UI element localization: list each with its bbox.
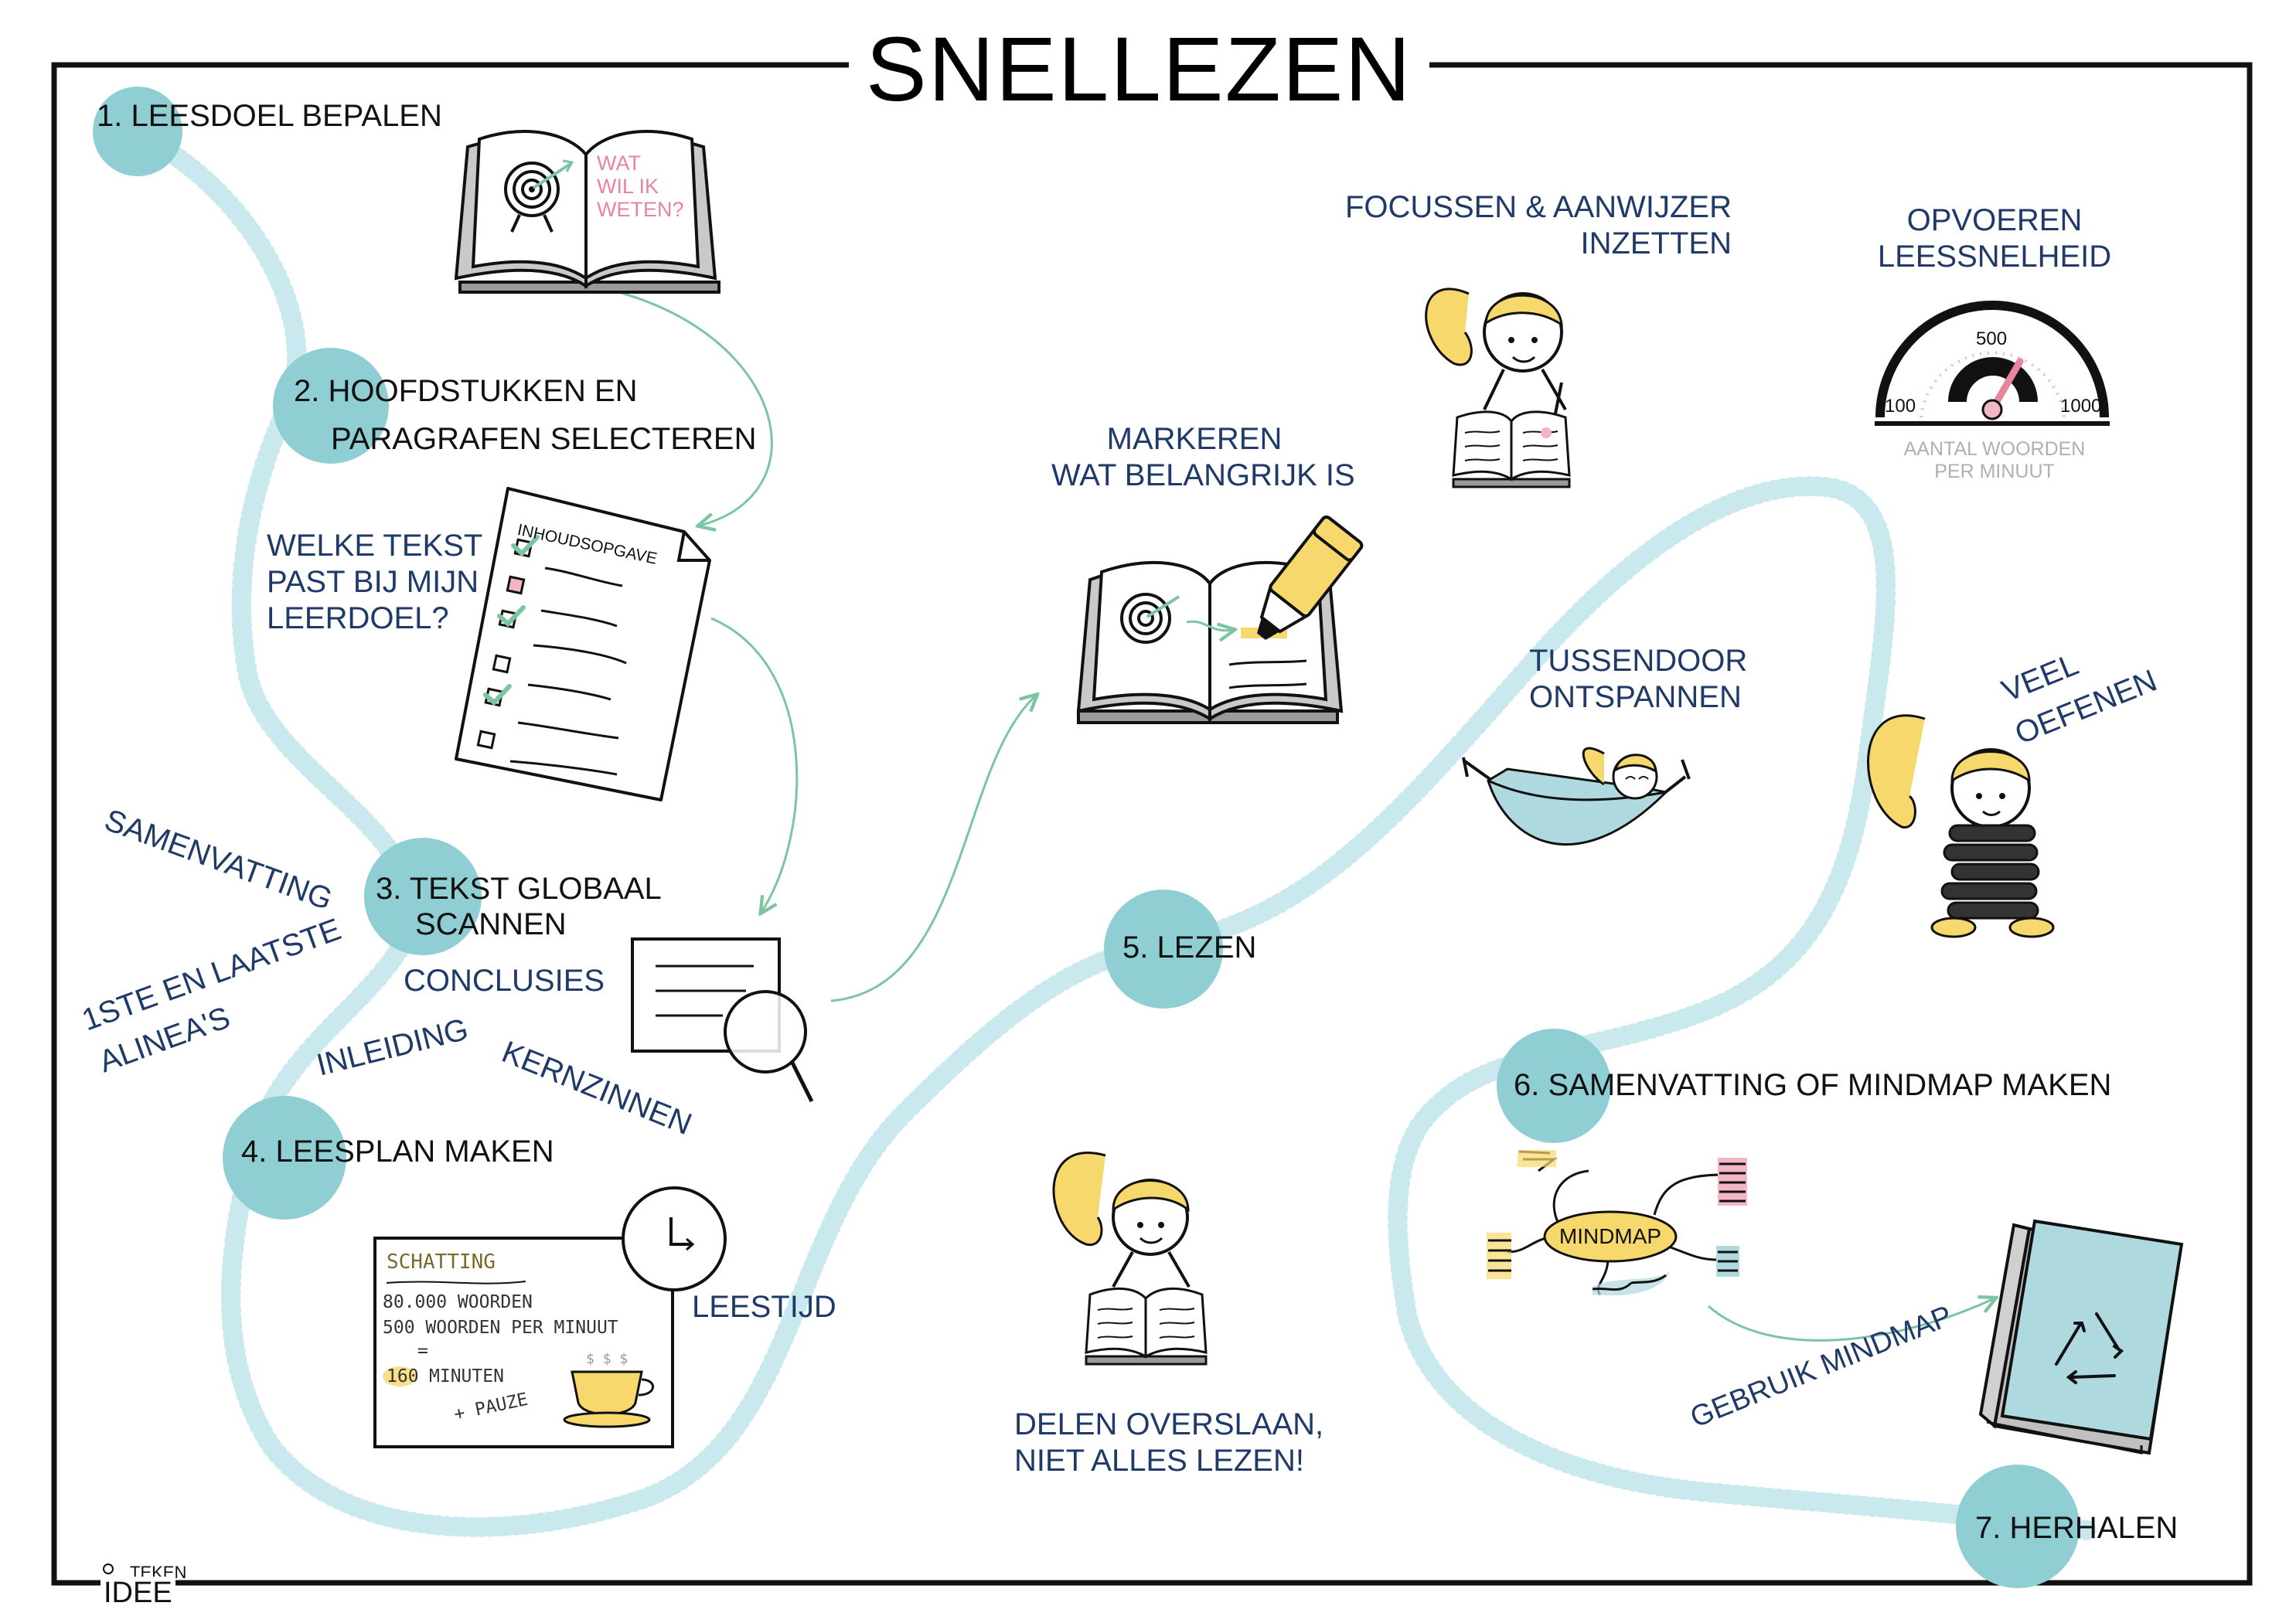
overslaan-line1: DELEN OVERSLAAN,	[1014, 1407, 1324, 1441]
step-markers	[93, 87, 2080, 1588]
page-title: SNELLEZEN	[849, 17, 1429, 122]
estimate-equals: =	[417, 1341, 428, 1361]
book-question-line1: WAT	[597, 151, 641, 175]
scan-document-illustration	[631, 937, 814, 1103]
arrow-book-to-toc	[618, 291, 773, 526]
step-4-label: 4. LEESPLAN MAKEN	[241, 1135, 554, 1169]
step-5-label: 5. LEZEN	[1122, 931, 1257, 965]
step-1-label: 1. LEESDOEL BEPALEN	[97, 99, 442, 133]
mindmap-center-label: MINDMAP	[1558, 1224, 1662, 1248]
toc-document-illustration	[455, 487, 711, 801]
speedometer-caption-line1: AANTAL WOORDEN	[1903, 438, 2086, 460]
book-question-line3: WETEN?	[597, 198, 684, 221]
step-6-label: 6. SAMENVATTING OF MINDMAP MAKEN	[1514, 1068, 2112, 1102]
estimate-minutes-value: 160	[387, 1366, 419, 1387]
estimate-words: 80.000 WOORDEN	[383, 1292, 533, 1312]
arrow-mindmap-to-book	[1708, 1298, 1995, 1342]
step-3-label-line1: 3. TEKST GLOBAAL	[376, 872, 662, 906]
book-stack-illustration	[1867, 714, 2055, 938]
focussen-line1: FOCUSSEN & AANWIJZER	[1344, 190, 1732, 224]
scan-word-conclusies: CONCLUSIES	[404, 964, 605, 998]
ontspannen-line2: ONTSPANNEN	[1529, 680, 1742, 714]
logo-mark	[103, 1563, 114, 1574]
leestijd-label: LEESTIJD	[692, 1290, 836, 1324]
speedometer-mid: 500	[1976, 328, 2008, 349]
logo-bottom-text: IDEE	[100, 1577, 175, 1610]
marking-book-illustration	[1076, 515, 1364, 724]
estimate-minutes-unit: MINUTEN	[429, 1366, 504, 1387]
question-line3: LEERDOEL?	[267, 601, 449, 635]
step-2-label-line2: PARAGRAFEN SELECTEREN	[331, 422, 757, 456]
opvoeren-line2: LEESSNELHEID	[1877, 240, 2112, 274]
estimate-heading: SCHATTING	[387, 1250, 496, 1274]
question-line1: WELKE TEKST	[267, 529, 483, 563]
speedometer-caption-line2: PER MINUUT	[1934, 461, 2055, 482]
step-1-marker	[93, 87, 182, 176]
step-3-label-line2: SCANNEN	[415, 907, 567, 941]
step-7-marker	[1956, 1465, 2080, 1588]
focus-reader-illustration	[1425, 288, 1571, 488]
recycle-book-illustration	[1978, 1219, 2184, 1455]
speedometer-min: 100	[1885, 396, 1916, 417]
estimate-card-illustration	[373, 1186, 727, 1448]
step-3-marker	[364, 838, 482, 955]
ontspannen-line1: TUSSENDOOR	[1529, 644, 1748, 678]
overslaan-line2: NIET ALLES LEZEN!	[1014, 1444, 1304, 1478]
step-5-marker	[1104, 890, 1223, 1009]
book-question-line2: WIL IK	[597, 175, 659, 198]
markeren-line1: MARKEREN	[1106, 422, 1283, 456]
flow-arrows	[618, 291, 1995, 1342]
skipping-reader-illustration	[1052, 1152, 1208, 1366]
step-7-label: 7. HERHALEN	[1975, 1511, 2178, 1545]
arrow-toc-to-scan	[710, 617, 799, 912]
page-frame	[51, 62, 2253, 1586]
markeren-line2: WAT BELANGRIJK IS	[1051, 458, 1355, 492]
coffee-steam: $ $ $	[586, 1351, 629, 1367]
mindmap-illustration	[1487, 1150, 1747, 1296]
arrow-scan-to-marker	[830, 696, 1036, 1002]
step-2-label-line1: 2. HOOFDSTUKKEN EN	[294, 374, 638, 408]
estimate-speed: 500 WOORDEN PER MINUUT	[383, 1318, 618, 1338]
book-target-illustration	[454, 130, 720, 294]
speedometer-max: 1000	[2060, 396, 2102, 417]
speedometer-illustration	[1875, 301, 2110, 426]
hammock-illustration	[1462, 747, 1691, 846]
opvoeren-line1: OPVOEREN	[1906, 203, 2083, 237]
step-6-marker	[1497, 1029, 1611, 1143]
step-4-marker	[223, 1096, 346, 1220]
step-2-marker	[273, 348, 389, 464]
question-line2: PAST BIJ MIJN	[267, 565, 479, 599]
focussen-line2: INZETTEN	[1580, 226, 1732, 260]
